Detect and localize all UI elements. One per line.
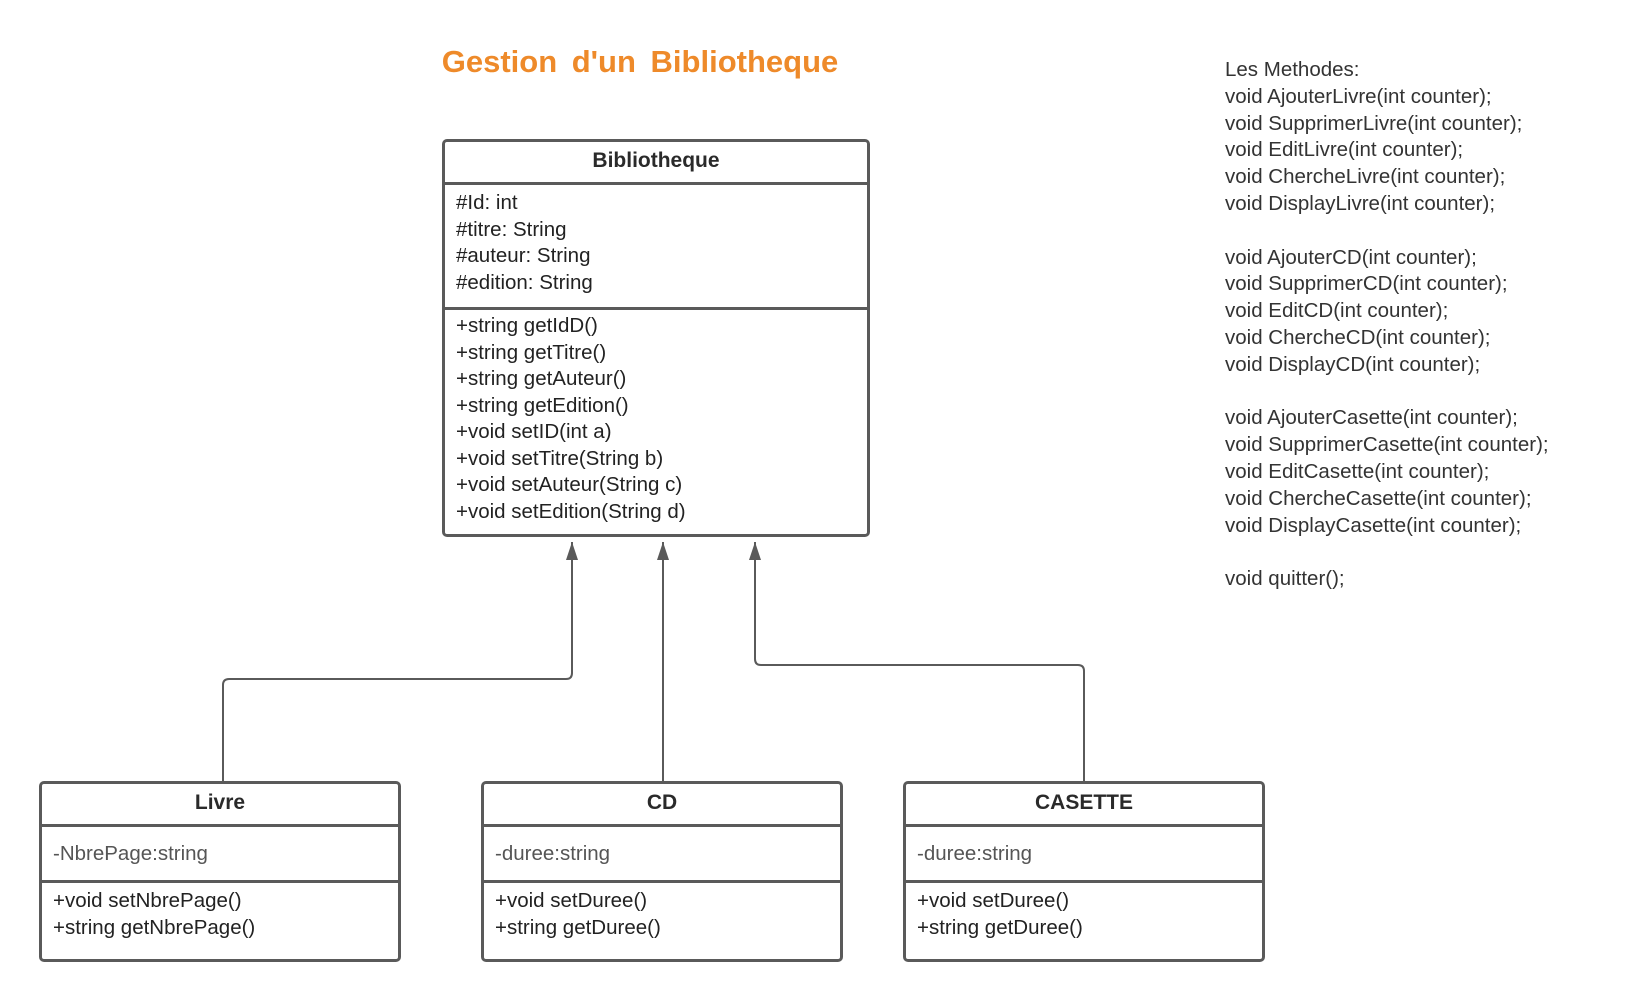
connector-livre-to-bibliotheque[interactable] xyxy=(222,542,578,781)
operation-row: +void setTitre(String b) xyxy=(456,446,664,470)
class-box-livre[interactable]: Livre -NbrePage:string +void setNbrePage… xyxy=(39,781,401,962)
operation-row: +void setDuree() xyxy=(495,889,648,912)
operation-row: +string getNbrePage() xyxy=(53,915,256,939)
class-box-casette[interactable]: CASETTE -duree:string +void setDuree() +… xyxy=(903,781,1265,962)
attribute-row: -duree:string xyxy=(495,842,611,865)
diagram-title: Gestion d'un Bibliotheque xyxy=(441,44,839,79)
methods-heading: Les Methodes: xyxy=(1225,58,1360,81)
group-spacer xyxy=(1225,539,1549,566)
method-item: void EditCD(int counter); xyxy=(1225,299,1449,323)
class-box-bibliotheque[interactable]: Bibliotheque #Id: int #titre: String #au… xyxy=(442,139,870,537)
attributes-section: -duree:string xyxy=(906,827,1262,883)
operation-row: +string getIdD() xyxy=(456,314,598,337)
method-item: void AjouterLivre(int counter); xyxy=(1225,84,1492,108)
class-name: CD xyxy=(484,784,840,827)
connector-casette-to-bibliotheque[interactable] xyxy=(749,542,1085,781)
attribute-row: #auteur: String xyxy=(456,244,591,267)
method-item: void AjouterCasette(int counter); xyxy=(1225,406,1518,430)
class-name: Bibliotheque xyxy=(445,142,867,185)
method-item: void SupprimerCasette(int counter); xyxy=(1225,433,1549,457)
attribute-row: -NbrePage:string xyxy=(53,842,208,865)
class-name: CASETTE xyxy=(906,784,1262,827)
method-item: void DisplayCD(int counter); xyxy=(1225,352,1481,376)
method-item: void quitter(); xyxy=(1225,567,1345,591)
operation-row: +string getAuteur() xyxy=(456,367,627,390)
method-item: void SupprimerLivre(int counter); xyxy=(1225,111,1523,135)
method-item: void SupprimerCD(int counter); xyxy=(1225,272,1508,296)
method-item: void ChercheCD(int counter); xyxy=(1225,325,1491,349)
group-spacer xyxy=(1225,218,1549,245)
operations-section: +void setNbrePage() +string getNbrePage(… xyxy=(42,883,398,945)
method-item: void ChercheCasette(int counter); xyxy=(1225,486,1532,510)
operation-row: +void setAuteur(String c) xyxy=(456,473,683,496)
method-item: void DisplayCasette(int counter); xyxy=(1225,513,1522,537)
attribute-row: #titre: String xyxy=(456,217,567,241)
operation-row: +void setID(int a) xyxy=(456,420,612,443)
attributes-section: -NbrePage:string xyxy=(42,827,398,883)
operation-row: +void setDuree() xyxy=(917,889,1070,912)
operation-row: +string getEdition() xyxy=(456,393,629,417)
operation-row: +void setNbrePage() xyxy=(53,889,242,912)
group-spacer xyxy=(1225,379,1549,406)
methods-list: Les Methodes: void AjouterLivre(int coun… xyxy=(1225,57,1549,593)
method-item: void ChercheLivre(int counter); xyxy=(1225,165,1506,189)
operation-row: +string getTitre() xyxy=(456,340,607,364)
operations-section: +void setDuree() +string getDuree() xyxy=(906,883,1262,945)
operations-section: +void setDuree() +string getDuree() xyxy=(484,883,840,945)
method-item: void EditCasette(int counter); xyxy=(1225,459,1490,483)
method-item: void AjouterCD(int counter); xyxy=(1225,245,1477,269)
method-item: void EditLivre(int counter); xyxy=(1225,138,1464,162)
operation-row: +string getDuree() xyxy=(917,915,1083,939)
attribute-row: #Id: int xyxy=(456,191,518,214)
operation-row: +void setEdition(String d) xyxy=(456,499,686,523)
operation-row: +string getDuree() xyxy=(495,915,661,939)
attribute-row: -duree:string xyxy=(917,842,1033,865)
attributes-section: #Id: int #titre: String #auteur: String … xyxy=(445,185,867,310)
attribute-row: #edition: String xyxy=(456,270,593,294)
attributes-section: -duree:string xyxy=(484,827,840,883)
class-name: Livre xyxy=(42,784,398,827)
method-item: void DisplayLivre(int counter); xyxy=(1225,191,1496,215)
operations-section: +string getIdD() +string getTitre() +str… xyxy=(445,310,867,529)
class-box-cd[interactable]: CD -duree:string +void setDuree() +strin… xyxy=(481,781,843,962)
